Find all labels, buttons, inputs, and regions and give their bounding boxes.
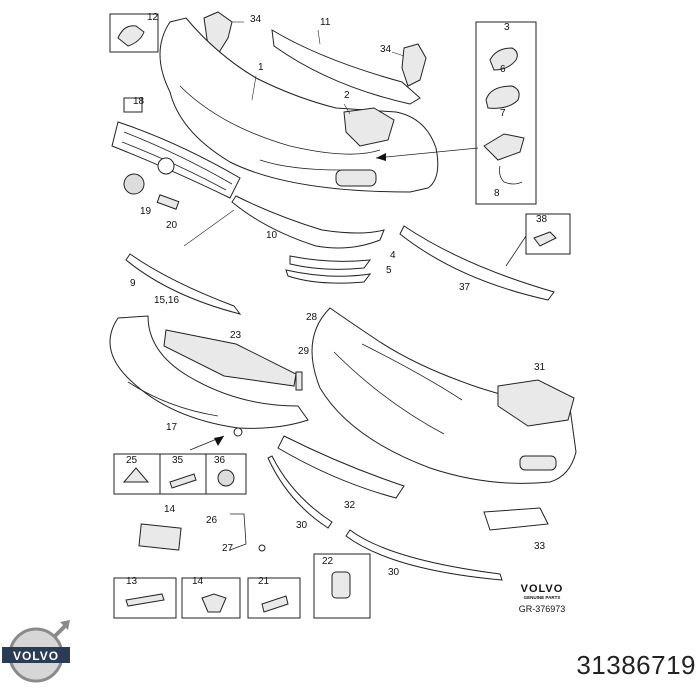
- callout-label: 35: [172, 455, 184, 466]
- volvo-logo-text: VOLVO: [13, 649, 59, 663]
- callout-label: 19: [140, 206, 152, 217]
- part-37-trim: [399, 225, 555, 301]
- part-6-frame: [485, 85, 520, 109]
- callout-label: 8: [494, 188, 500, 199]
- part-14-clip: [201, 593, 227, 613]
- callout-label: 36: [214, 455, 226, 466]
- callout-label: 31: [534, 362, 546, 373]
- part-21-screw: [261, 595, 289, 613]
- part-4-trim: [289, 255, 372, 270]
- part-38-screw: [533, 231, 557, 247]
- callout-label: 6: [500, 64, 506, 75]
- part-14-block: [138, 523, 182, 551]
- part-34-bracket-right: [401, 43, 427, 87]
- callout-label: 10: [266, 230, 278, 241]
- part-36-washer: [217, 469, 235, 487]
- part-15-16-undertray: [109, 315, 309, 429]
- part-3-washer-cover: [489, 47, 518, 71]
- part-18-tag-box: [123, 97, 143, 113]
- part-33-fog-bezel: [483, 507, 549, 531]
- callout-label: 1: [258, 62, 264, 73]
- callout-label: 11: [320, 17, 331, 28]
- part-1-bumper-cover: [159, 17, 439, 193]
- callout-label: 34: [250, 14, 262, 25]
- callout-label: 34: [380, 44, 392, 55]
- part-30-strip-lower: [345, 529, 503, 581]
- part-35-box: [159, 453, 207, 495]
- part-28-chrome-trim: [361, 343, 463, 401]
- callout-label: 37: [459, 282, 471, 293]
- callout-label: 4: [390, 250, 396, 261]
- part-11-beam: [271, 29, 421, 105]
- brand-wordmark: VOLVO: [521, 583, 564, 595]
- part-2-bracket: [343, 107, 395, 147]
- callout-label: 26: [206, 515, 218, 526]
- callout-label: 13: [126, 576, 138, 587]
- part-27-bolt: [258, 544, 266, 552]
- callout-label: 32: [344, 500, 356, 511]
- callout-label: 14: [192, 576, 204, 587]
- callout-label: 38: [536, 214, 548, 225]
- part-9-trim: [125, 253, 242, 315]
- part-29-clip: [295, 371, 303, 391]
- callout-label: 23: [230, 330, 242, 341]
- part-1-foglamp-opening: [335, 169, 377, 187]
- part-number: 31386719: [576, 650, 696, 680]
- callout-label: 2: [344, 90, 350, 101]
- part-7-nozzle: [483, 133, 525, 161]
- part-25-nut: [122, 467, 150, 483]
- callout-label: 18: [133, 96, 145, 107]
- callout-label: 14: [164, 504, 176, 515]
- callout-label: 7: [500, 108, 506, 119]
- brand-subline: GENUINE PARTS: [524, 595, 561, 600]
- part-20-clip: [156, 194, 180, 210]
- part-1-grille-opening: [179, 85, 381, 155]
- part-17-strip: [127, 381, 219, 417]
- callout-label: 17: [166, 422, 178, 433]
- callout-label: 20: [166, 220, 178, 231]
- part-19-emblem: [123, 173, 145, 195]
- part-26-bracket: [229, 513, 247, 551]
- part-21-box: [247, 577, 301, 619]
- part-5-trim: [285, 269, 372, 284]
- callout-label: 9: [130, 278, 136, 289]
- part-13-bolt: [125, 593, 165, 607]
- diagram-reference: GR-376973: [519, 604, 566, 614]
- part-30-strip-upper: [267, 455, 333, 529]
- callout-label: 30: [296, 520, 308, 531]
- part-10-trim: [231, 195, 385, 249]
- part-12-cover: [117, 25, 145, 47]
- part-8-hose: [499, 165, 523, 185]
- part-32-lower-grille: [277, 435, 405, 499]
- parts-3-8-pointer: [375, 147, 479, 159]
- callout-label: 30: [388, 567, 400, 578]
- callout-label: 21: [258, 576, 270, 587]
- callout-label: 29: [298, 346, 310, 357]
- callout-label: 22: [322, 556, 334, 567]
- callout-label: 25: [126, 455, 138, 466]
- callout-label: 12: [147, 12, 159, 23]
- callout-label: 5: [386, 265, 392, 276]
- part-23-shield: [163, 329, 297, 387]
- volvo-logo: VOLVO: [2, 620, 70, 683]
- part-28-foglamp-opening: [519, 455, 557, 471]
- callout-label: 3: [504, 22, 510, 33]
- callout-label: 27: [222, 543, 234, 554]
- callout-label: 28: [306, 312, 318, 323]
- part-35-screw: [169, 473, 197, 489]
- grille-emblem: [157, 157, 175, 175]
- callout-label: 33: [534, 541, 546, 552]
- part-22-sensor: [331, 571, 351, 599]
- callout-label: 15,16: [154, 295, 179, 306]
- part-31-bracket: [497, 379, 575, 427]
- part-18-grille: [111, 121, 241, 199]
